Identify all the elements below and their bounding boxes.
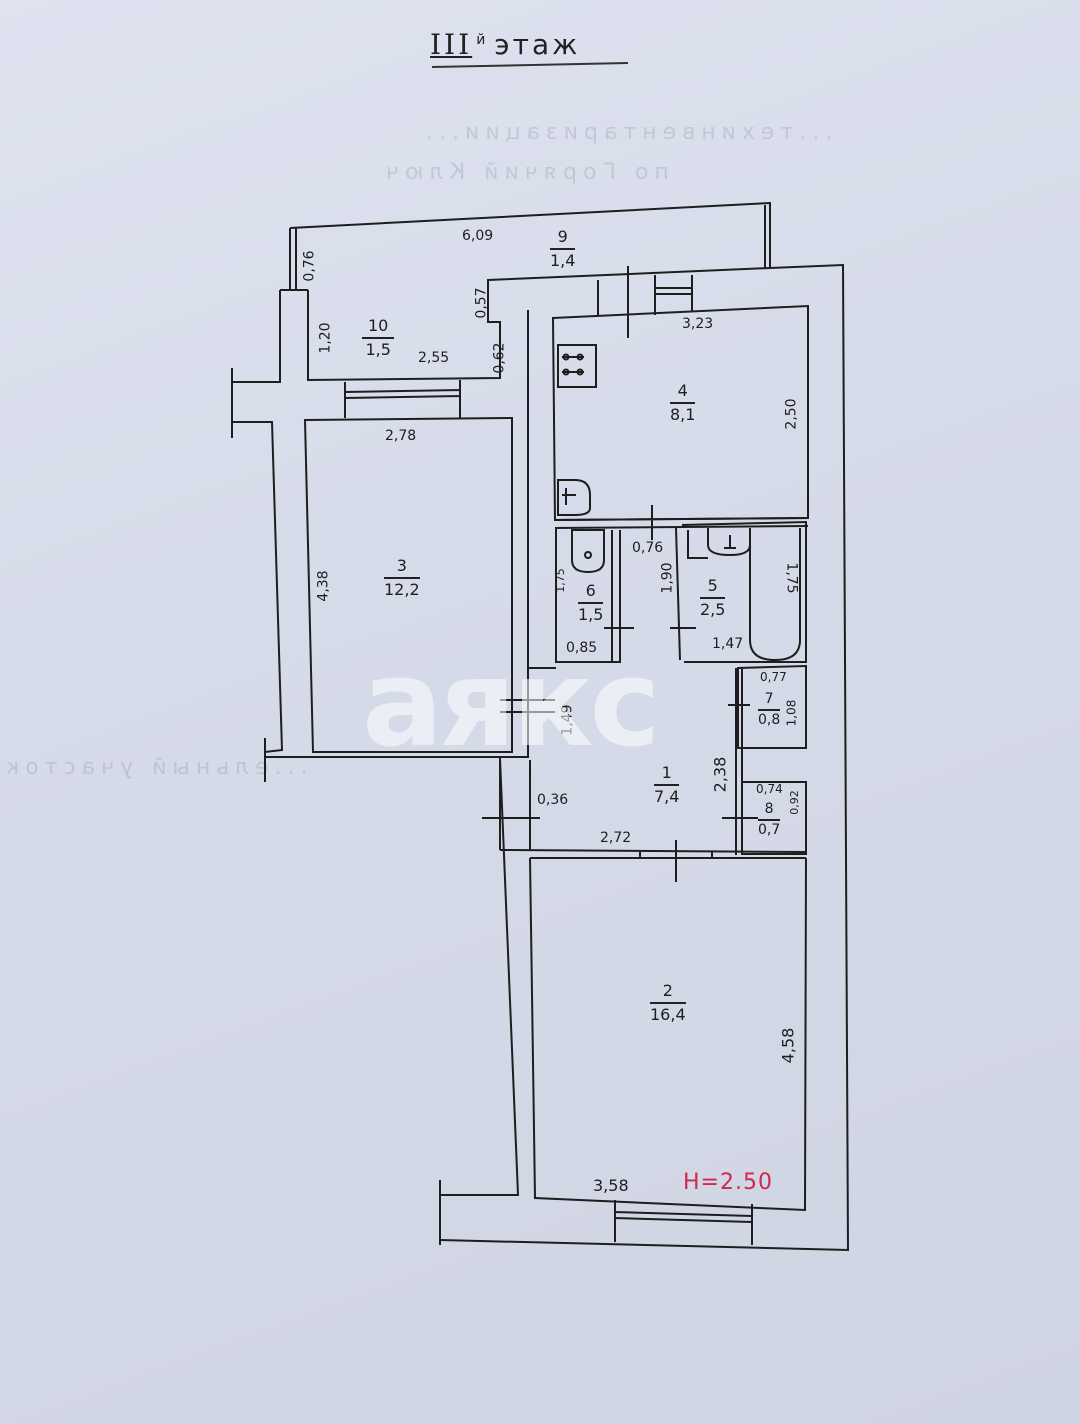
watermark-logo: аякс [362,635,661,774]
dim-bath-length: 1,75 [783,562,800,594]
floor-number: III [430,28,473,61]
dim-closet7-width: 0,77 [760,670,787,684]
dim-kitchen-depth: 2,50 [783,398,800,430]
room-5-number: 5 [700,575,726,599]
room-2-area: 16,4 [650,1004,686,1024]
room-9-label: 9 1,4 [550,226,576,271]
ceiling-height-mark: H=2.50 [683,1170,773,1195]
room-7-label: 7 0,8 [758,690,781,730]
room-6-area: 1,5 [578,604,604,624]
dim-closet8-depth: 0,92 [787,790,801,815]
room-5-label: 5 2,5 [700,575,726,620]
dim-balcony-step: 0,57 [473,287,490,319]
dim-kitchen-width: 3,23 [682,316,714,332]
dim-room10-width: 2,55 [418,350,450,366]
room-2-number: 2 [650,980,686,1004]
room-6-number: 6 [578,580,604,604]
dim-room2-width: 3,58 [593,1176,629,1195]
dim-corridor-width: 2,72 [600,830,632,846]
dim-balcony-length: 6,09 [462,228,494,244]
dim-room2-length: 4,58 [778,1027,798,1064]
room-6-label: 6 1,5 [578,580,604,625]
dim-bath-width: 1,47 [712,636,744,652]
room-8-area: 0,7 [758,821,781,838]
dim-room3-width: 2,78 [385,428,417,444]
dim-room3-length: 4,38 [315,570,332,602]
floor-word: этаж [494,28,581,61]
dim-room10-height: 1,20 [317,322,334,354]
room-9-number: 9 [550,226,576,250]
room-10-number: 10 [362,315,395,339]
room-10-area: 1,5 [365,339,391,359]
room-5-area: 2,5 [700,599,726,619]
room-7-area: 0,8 [758,711,781,728]
room-7-number: 7 [758,690,781,711]
room-4-number: 4 [670,380,696,404]
dim-corridor-niche: 0,36 [537,792,569,808]
room-8-label: 8 0,7 [758,800,781,840]
room-8-number: 8 [758,800,781,821]
room-10-label: 10 1,5 [362,315,395,360]
room-3-number: 3 [384,555,420,579]
room-9-area: 1,4 [550,250,576,270]
dim-closet7-depth: 1,08 [784,699,799,727]
room-4-label: 4 8,1 [670,380,696,425]
dim-closet8-width: 0,74 [756,782,783,796]
floor-suffix: й [476,31,489,48]
dim-balcony-left-depth: 0,76 [301,250,318,282]
room-3-label: 3 12,2 [384,555,420,600]
dim-toilet-depth: 1,75 [553,568,567,593]
room-1-label: 1 7,4 [654,762,680,807]
dim-passage-length: 1,90 [659,562,676,594]
dim-corridor-side: 2,38 [710,756,730,793]
dim-passage-width: 0,76 [632,540,664,556]
dim-toilet-width: 0,85 [566,640,598,656]
room-4-area: 8,1 [670,404,696,424]
room-1-number: 1 [654,762,680,786]
dim-room10-right: 0,62 [491,342,508,374]
room-3-area: 12,2 [384,579,420,599]
room-1-area: 7,4 [654,786,680,806]
room-2-label: 2 16,4 [650,980,686,1025]
